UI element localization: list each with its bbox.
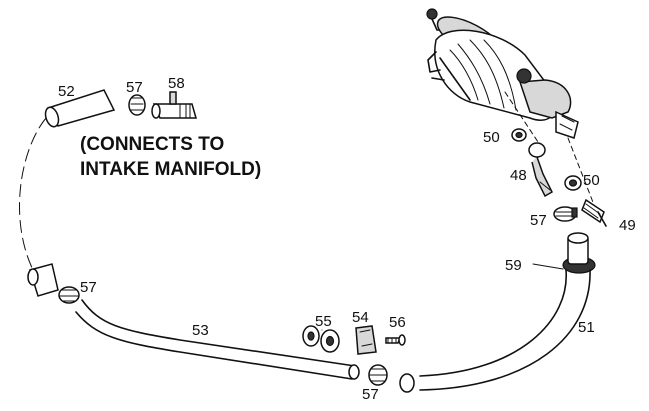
washer-50-lower (564, 175, 582, 191)
banjo-fitting-48 (528, 142, 553, 198)
fuel-pump-assembly (426, 8, 579, 139)
callout-51: 51 (578, 319, 595, 336)
callout-48: 48 (510, 167, 527, 184)
hose-clamp-57-bottom (368, 364, 388, 386)
callout-56: 56 (389, 314, 406, 331)
callout-57-bottom: 57 (362, 386, 379, 403)
washer-50-upper (511, 128, 527, 142)
leader-59 (532, 263, 564, 270)
callout-54: 54 (352, 309, 369, 326)
screw-56 (385, 334, 406, 346)
fitting-58 (151, 91, 197, 119)
washers-55 (302, 325, 340, 353)
callout-57-left: 57 (80, 279, 97, 296)
clip-54 (355, 325, 377, 355)
callout-55: 55 (315, 313, 332, 330)
callout-50-lower: 50 (583, 172, 600, 189)
hose-clamp-57-left (58, 286, 80, 304)
hose-53 (75, 299, 360, 380)
banjo-bolt-49 (581, 198, 607, 227)
hose-52 (44, 89, 116, 128)
callout-49: 49 (619, 217, 636, 234)
callout-53: 53 (192, 322, 209, 339)
hose-clamp-57-right (553, 206, 578, 222)
callout-58: 58 (168, 75, 185, 92)
note-line-1: (CONNECTS TO (80, 134, 224, 155)
hose-clamp-57-top (128, 94, 146, 116)
callout-52: 52 (58, 83, 75, 100)
callout-57-right: 57 (530, 212, 547, 229)
callout-59: 59 (505, 257, 522, 274)
note-line-2: INTAKE MANIFOLD) (80, 159, 261, 180)
callout-50-upper: 50 (483, 129, 500, 146)
hose-51 (399, 232, 591, 393)
callout-57-top: 57 (126, 79, 143, 96)
hose-end-lower-left (27, 263, 59, 297)
